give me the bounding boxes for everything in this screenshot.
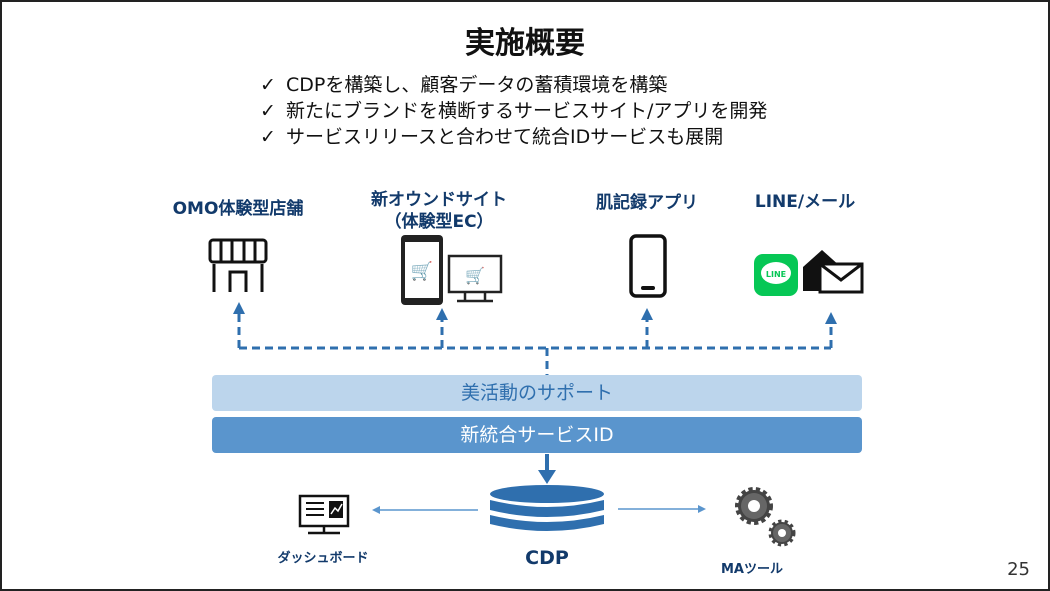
channel-label-line-mail: LINE/メール: [754, 192, 856, 212]
line-badge-text: LINE: [766, 270, 786, 279]
bullet-item: ✓ CDPを構築し、顧客データの蓄積環境を構築: [260, 72, 767, 98]
cdp-to-ma-arrow: [618, 505, 706, 513]
svg-text:🛒: 🛒: [465, 266, 485, 285]
id-to-cdp-arrow: [538, 454, 556, 484]
channel-connectors: [237, 312, 833, 375]
line-icon: LINE: [754, 254, 798, 296]
channel-label-app: 肌記録アプリ: [596, 193, 698, 213]
channel-arrowheads: [233, 302, 837, 324]
channel-label-site: 新オウンドサイト: [371, 190, 507, 210]
cdp-label: CDP: [525, 547, 569, 569]
mail-icon: [803, 250, 864, 294]
cdp-to-dashboard-arrow: [372, 506, 478, 514]
channel-label-site-sub: （体験型EC）: [384, 212, 494, 232]
check-icon: ✓: [260, 100, 276, 122]
bullet-text: CDPを構築し、顧客データの蓄積環境を構築: [286, 74, 668, 96]
smartphone-icon: [629, 234, 667, 298]
bullet-text: 新たにブランドを横断するサービスサイト/アプリを開発: [286, 100, 768, 122]
svg-text:🛒: 🛒: [411, 260, 433, 282]
bullet-item: ✓ 新たにブランドを横断するサービスサイト/アプリを開発: [260, 98, 767, 124]
bullet-list: ✓ CDPを構築し、顧客データの蓄積環境を構築 ✓ 新たにブランドを横断するサービス…: [260, 72, 767, 150]
storefront-icon: [208, 238, 268, 292]
gears-icon: [735, 487, 796, 547]
id-service-bar: 新統合サービスID: [212, 417, 862, 453]
dashboard-label: ダッシュボード: [277, 551, 369, 566]
bullet-text: サービスリリースと合わせて統合IDサービスも展開: [286, 126, 724, 148]
check-icon: ✓: [260, 126, 276, 148]
check-icon: ✓: [260, 74, 276, 96]
support-bar: 美活動のサポート: [212, 375, 862, 411]
ma-tool-label: MAツール: [721, 562, 783, 577]
dashboard-icon: [298, 494, 350, 535]
channel-label-store: OMO体験型店舗: [172, 199, 304, 219]
ec-devices-icon: 🛒 🛒: [401, 235, 503, 305]
page-number: 25: [1007, 559, 1030, 580]
slide-title: 実施概要: [465, 26, 585, 61]
cdp-database-icon: [490, 485, 604, 531]
bullet-item: ✓ サービスリリースと合わせて統合IDサービスも展開: [260, 124, 767, 150]
